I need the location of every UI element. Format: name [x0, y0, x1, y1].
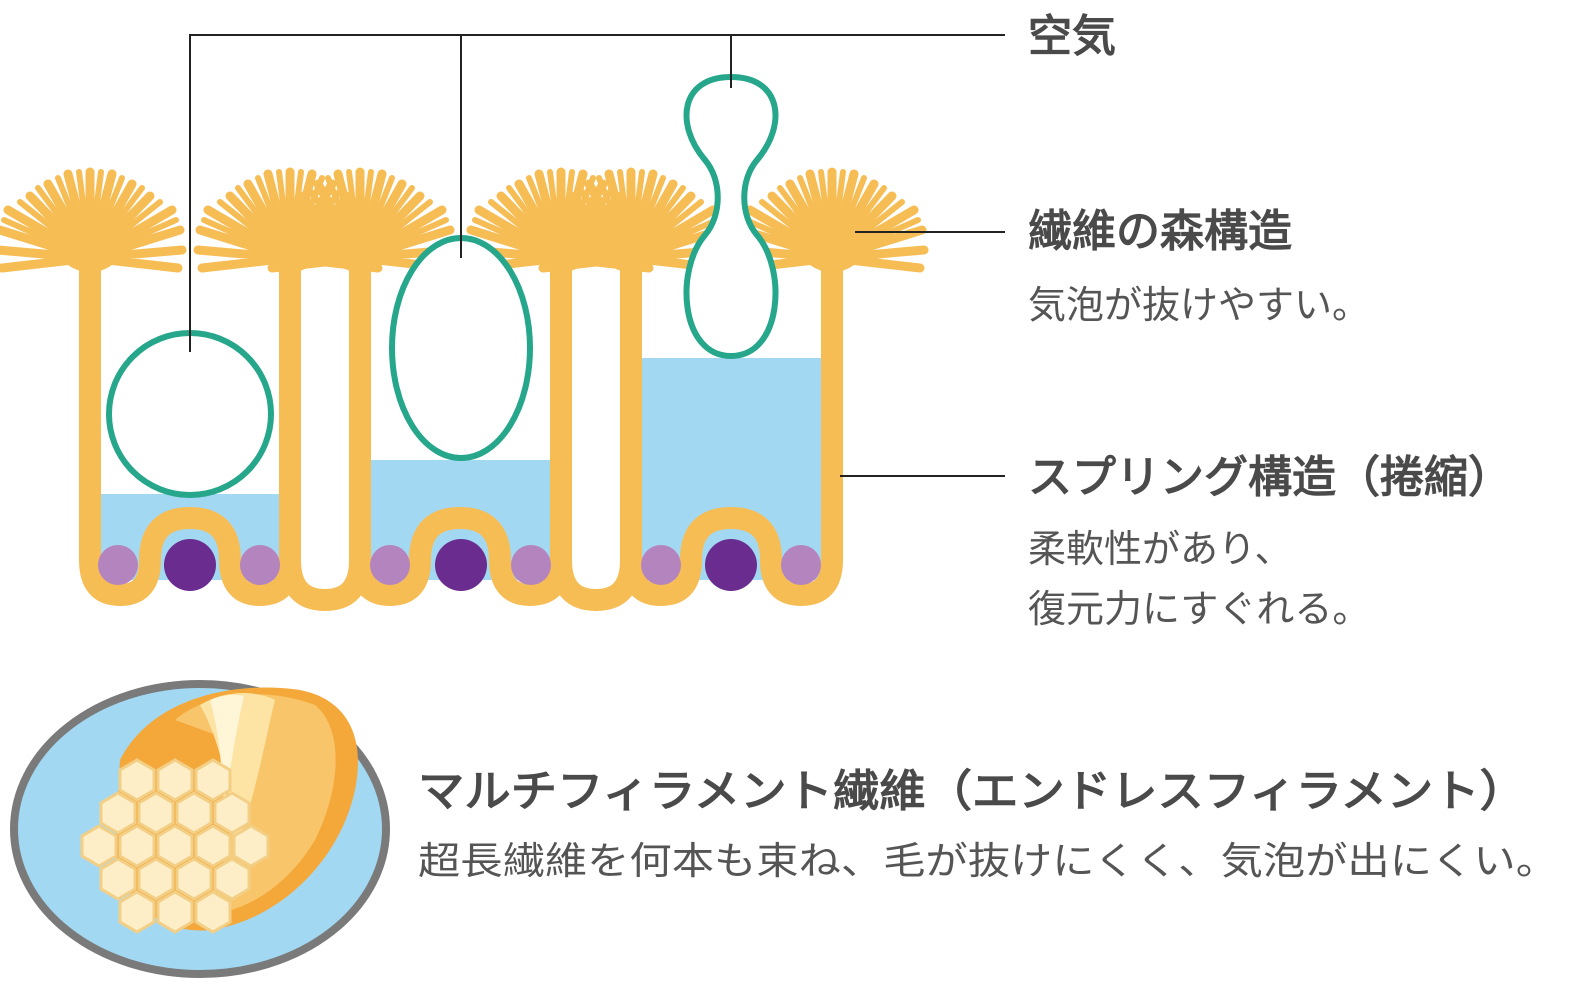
dot-dark	[435, 539, 487, 591]
dot-light	[240, 545, 280, 585]
dot-light	[370, 545, 410, 585]
dot-dark	[705, 539, 757, 591]
spring-fiber-bridges	[279, 559, 642, 612]
label-spring-desc-1: 柔軟性があり、	[1028, 527, 1292, 571]
label-forest-desc: 気泡が抜けやすい。	[1028, 283, 1370, 327]
dot-dark	[164, 539, 216, 591]
label-multi-title: マルチフィラメント繊維（エンドレスフィラメント）	[418, 766, 1526, 817]
dot-light	[511, 545, 551, 585]
dot-light	[98, 545, 138, 585]
dot-light	[781, 545, 821, 585]
label-forest-title: 繊維の森構造	[1028, 206, 1292, 257]
air-bubble-oval	[389, 235, 533, 461]
label-spring-title: スプリング構造（捲縮）	[1028, 452, 1512, 503]
fiber-tuft-1	[0, 172, 182, 272]
honeycomb-filament-ends	[80, 758, 270, 934]
label-spring-desc-2: 復元力にすぐれる。	[1028, 587, 1370, 631]
air-bubble-round	[106, 330, 274, 498]
leader-line-air	[189, 34, 1005, 352]
air-bubble-escaping	[683, 73, 779, 360]
label-multi-desc: 超長繊維を何本も束ね、毛が抜けにくく、気泡が出にくい。	[418, 839, 1558, 883]
label-air: 空気	[1028, 11, 1116, 62]
dot-light	[641, 545, 681, 585]
